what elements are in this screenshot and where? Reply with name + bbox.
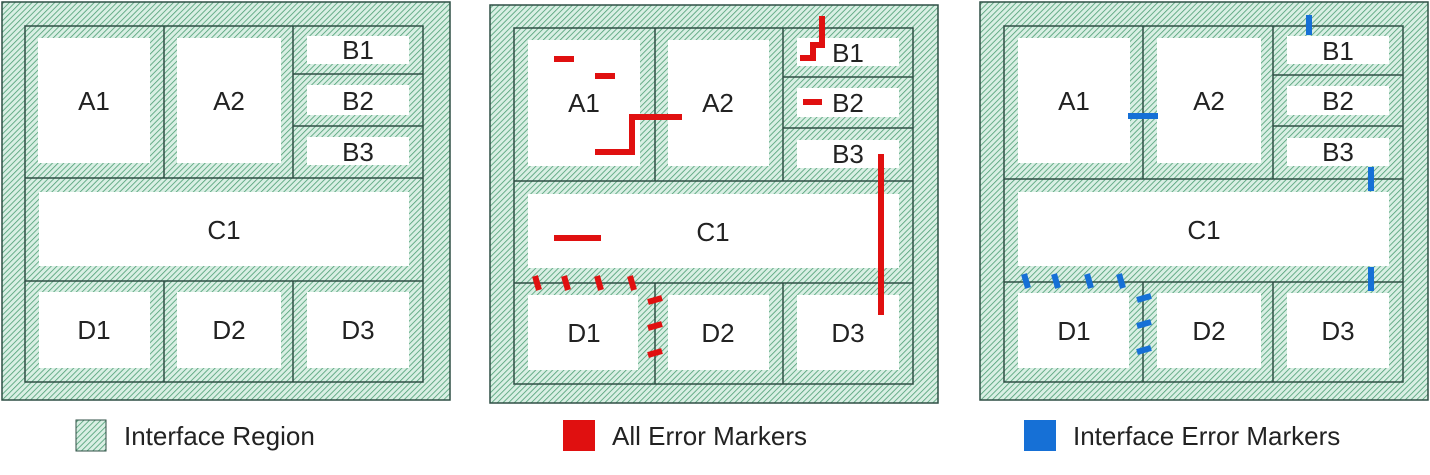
label-b2: B2 (342, 86, 374, 116)
label-a2: A2 (702, 88, 734, 118)
cell-d1 (1018, 293, 1129, 368)
cell-b1 (1287, 36, 1389, 64)
label-d3: D3 (341, 315, 374, 345)
cell-b2 (1287, 86, 1389, 115)
red-error-markers (532, 16, 884, 358)
legend-item-interface-error-markers: Interface Error Markers (1024, 420, 1340, 451)
grid-lines (514, 28, 913, 384)
error-marker (1116, 273, 1126, 289)
cell-c1 (39, 192, 409, 266)
label-d2: D2 (212, 315, 245, 345)
legend-item-all-error-markers: All Error Markers (563, 420, 807, 451)
cell-d2 (668, 295, 769, 370)
label-b1: B1 (342, 35, 374, 65)
label-c1: C1 (696, 217, 729, 247)
error-marker (1136, 293, 1152, 303)
grid-lines (25, 26, 423, 382)
cell-c1 (528, 194, 899, 268)
inner-boundary (24, 25, 424, 383)
cell-b3 (307, 137, 409, 165)
cell-a1 (528, 40, 640, 166)
red-swatch (563, 420, 595, 451)
label-b3: B3 (342, 137, 374, 167)
cell-d1 (528, 295, 638, 370)
error-marker (647, 321, 663, 331)
label-b3: B3 (1322, 137, 1354, 167)
cell-a1 (38, 38, 150, 163)
label-b1: B1 (1322, 36, 1354, 66)
error-marker (647, 295, 663, 305)
blue-swatch (1024, 420, 1056, 451)
error-marker (1136, 345, 1152, 355)
cell-a2 (177, 38, 281, 163)
error-marker (647, 348, 663, 358)
error-marker (561, 275, 571, 291)
label-d2: D2 (701, 318, 734, 348)
label-d1: D1 (77, 315, 110, 345)
error-marker (1051, 273, 1061, 289)
label-c1: C1 (207, 215, 240, 245)
error-marker (1136, 319, 1152, 329)
label-b2: B2 (1322, 86, 1354, 116)
label-c1: C1 (1187, 215, 1220, 245)
error-marker (594, 275, 604, 291)
cell-a2 (1157, 38, 1261, 163)
label-b1: B1 (832, 38, 864, 68)
legend-label: All Error Markers (612, 421, 807, 451)
hatch-swatch (75, 419, 107, 452)
label-b3: B3 (832, 139, 864, 169)
label-d1: D1 (1057, 316, 1090, 346)
inner-boundary (1003, 25, 1404, 383)
label-d2: D2 (1192, 316, 1225, 346)
legend-item-interface-region: Interface Region (75, 419, 315, 452)
label-d1: D1 (567, 318, 600, 348)
cell-b3 (1287, 138, 1389, 166)
label-a1: A1 (1058, 86, 1090, 116)
cell-b1 (307, 36, 409, 64)
cell-a1 (1018, 38, 1130, 163)
cell-d3 (1287, 293, 1389, 368)
cell-d3 (307, 292, 409, 368)
error-marker (1084, 273, 1094, 289)
label-a2: A2 (1193, 86, 1225, 116)
label-d3: D3 (1321, 316, 1354, 346)
grid-lines (1004, 26, 1403, 382)
blue-error-markers (1021, 15, 1374, 355)
inner-boundary (513, 27, 914, 385)
legend-label: Interface Region (124, 421, 315, 451)
cell-d2 (1157, 293, 1261, 368)
legend-label: Interface Error Markers (1073, 421, 1340, 451)
label-d3: D3 (831, 318, 864, 348)
cell-b2 (307, 85, 409, 115)
cell-a2 (668, 40, 769, 166)
legend: Interface Region All Error Markers Inter… (75, 419, 1340, 452)
error-marker (800, 16, 825, 61)
cell-d1 (39, 292, 150, 368)
cell-d2 (177, 292, 281, 368)
panel-all-error-markers: A1 A2 B1 B2 B3 C1 D1 D2 D3 (489, 4, 939, 404)
panel-interface-region: A1 A2 B1 B2 B3 C1 D1 D2 D3 (1, 1, 451, 401)
error-marker (595, 114, 682, 155)
error-marker (1021, 273, 1031, 289)
error-marker (627, 275, 637, 291)
label-a2: A2 (213, 86, 245, 116)
label-b2: B2 (832, 88, 864, 118)
label-a1: A1 (568, 88, 600, 118)
cell-c1 (1018, 192, 1389, 266)
panel-interface-error-markers: A1 A2 B1 B2 B3 C1 D1 D2 D3 (979, 1, 1429, 401)
label-a1: A1 (78, 86, 110, 116)
error-marker (532, 275, 542, 291)
